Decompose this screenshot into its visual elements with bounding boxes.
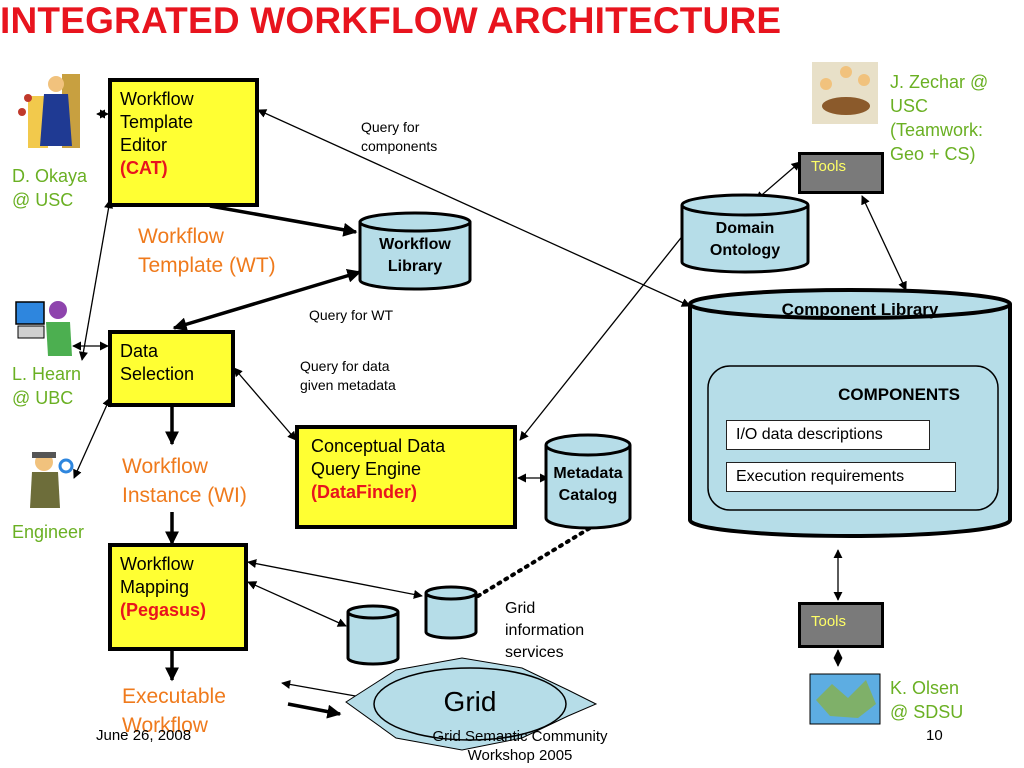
page-title: INTEGRATED WORKFLOW ARCHITECTURE <box>0 0 782 41</box>
footer-page-number: 10 <box>926 727 943 744</box>
grid-info-services-annotation: Grid information services <box>505 598 584 664</box>
thick-connectors <box>165 204 362 719</box>
box-line: Workflow <box>120 89 194 109</box>
tools-box-top[interactable]: Tools <box>798 152 884 194</box>
label-line: Metadata <box>553 465 623 482</box>
metadata-catalog-label: Metadata Catalog <box>546 463 630 507</box>
label-line: Catalog <box>558 487 618 504</box>
box-line: Data <box>120 341 159 361</box>
label-line: D. Okaya <box>12 166 88 186</box>
label-line: @ USC <box>12 190 74 210</box>
workflow-template-editor-box[interactable]: Workflow Template Editor (CAT) <box>108 78 259 207</box>
label-line: Ontology <box>709 242 781 259</box>
engineer-icon <box>30 452 74 508</box>
workflow-mapping-box[interactable]: Workflow Mapping (Pegasus) <box>108 543 248 651</box>
businessman-icon <box>18 74 80 148</box>
person-hearn-label: L. Hearn @ UBC <box>12 362 81 410</box>
grid-shape <box>345 657 598 751</box>
datafinder-tool-label: (DataFinder) <box>311 482 418 502</box>
executable-workflow-label: Executable Workflow <box>122 682 226 740</box>
grid-label: Grid <box>443 686 497 717</box>
query-engine-box[interactable]: Conceptual Data Query Engine (DataFinder… <box>295 425 517 529</box>
components-title: COMPONENTS <box>838 385 960 404</box>
label-line: Workflow <box>122 714 208 737</box>
pegasus-tool-label: (Pegasus) <box>120 600 207 620</box>
footer-event: Grid Semantic Community Workshop 2005 <box>400 727 640 765</box>
query-data-annotation: Query for data given metadata <box>300 357 396 395</box>
label-line: Workflow <box>379 236 451 253</box>
box-line: Editor <box>120 135 168 155</box>
label-line: Query for data <box>300 358 390 374</box>
label-line: Workflow <box>138 225 224 248</box>
footer-date: June 26, 2008 <box>96 727 192 744</box>
label-line: (Teamwork: <box>890 120 984 140</box>
box-line: Selection <box>120 364 195 384</box>
data-selection-box[interactable]: Data Selection <box>108 330 235 407</box>
component-library-label: Component Library <box>781 300 939 319</box>
label-line: @ SDSU <box>890 702 964 722</box>
workflow-library-label: Workflow Library <box>360 234 470 278</box>
label-line: USC <box>890 96 929 116</box>
label-line: services <box>505 644 564 661</box>
person-engineer-label: Engineer <box>12 522 85 542</box>
label-line: Domain <box>715 220 775 237</box>
box-line: Mapping <box>120 577 190 597</box>
label-line: information <box>505 622 585 639</box>
tools-box-bottom[interactable]: Tools <box>798 602 884 648</box>
execution-requirements-item[interactable]: Execution requirements <box>726 462 956 492</box>
query-wt-annotation: Query for WT <box>309 307 394 323</box>
label-line: Executable <box>122 685 226 708</box>
label-line: Library <box>387 258 443 275</box>
label-line: K. Olsen <box>890 678 960 698</box>
box-line: Template <box>120 112 194 132</box>
connector-lines <box>72 109 907 704</box>
label-line: Grid Semantic Community <box>432 728 608 745</box>
person-zechar-label: J. Zechar @ USC (Teamwork: Geo + CS) <box>890 70 988 166</box>
meeting-icon <box>812 62 878 124</box>
label-line: Workshop 2005 <box>467 747 573 764</box>
label-line: @ UBC <box>12 388 74 408</box>
label-line: Workflow <box>122 455 208 478</box>
map-icon <box>809 673 881 725</box>
box-line: Workflow <box>120 554 194 574</box>
label-line: L. Hearn <box>12 364 82 384</box>
person-olsen-label: K. Olsen @ SDSU <box>890 676 963 724</box>
cat-tool-label: (CAT) <box>120 158 168 178</box>
io-data-descriptions-item[interactable]: I/O data descriptions <box>726 420 930 450</box>
box-line: Query Engine <box>311 459 422 479</box>
label-line: J. Zechar @ <box>890 72 989 92</box>
label-line: components <box>361 138 438 154</box>
label-line: Grid <box>505 600 536 617</box>
label-line: Geo + CS) <box>890 144 976 164</box>
cylinder-grid-resource-1 <box>346 604 400 666</box>
workflow-template-label: Workflow Template (WT) <box>138 222 276 280</box>
label-line: given metadata <box>300 377 396 393</box>
cylinder-metadata-catalog <box>544 433 632 530</box>
computer-user-icon <box>15 301 72 356</box>
workflow-instance-label: Workflow Instance (WI) <box>122 452 247 510</box>
label-line: Template (WT) <box>138 254 276 277</box>
domain-ontology-label: Domain Ontology <box>682 218 808 262</box>
person-okaya-label: D. Okaya @ USC <box>12 164 87 212</box>
cylinder-workflow-library <box>358 211 472 291</box>
cylinder-grid-resource-2 <box>424 585 478 640</box>
label-line: Query for <box>361 119 420 135</box>
cylinder-domain-ontology <box>680 193 810 274</box>
query-components-annotation: Query for components <box>361 118 437 156</box>
box-line: Conceptual Data <box>311 436 446 456</box>
label-line: Instance (WI) <box>122 484 247 507</box>
cylinder-component-library <box>688 288 1012 538</box>
